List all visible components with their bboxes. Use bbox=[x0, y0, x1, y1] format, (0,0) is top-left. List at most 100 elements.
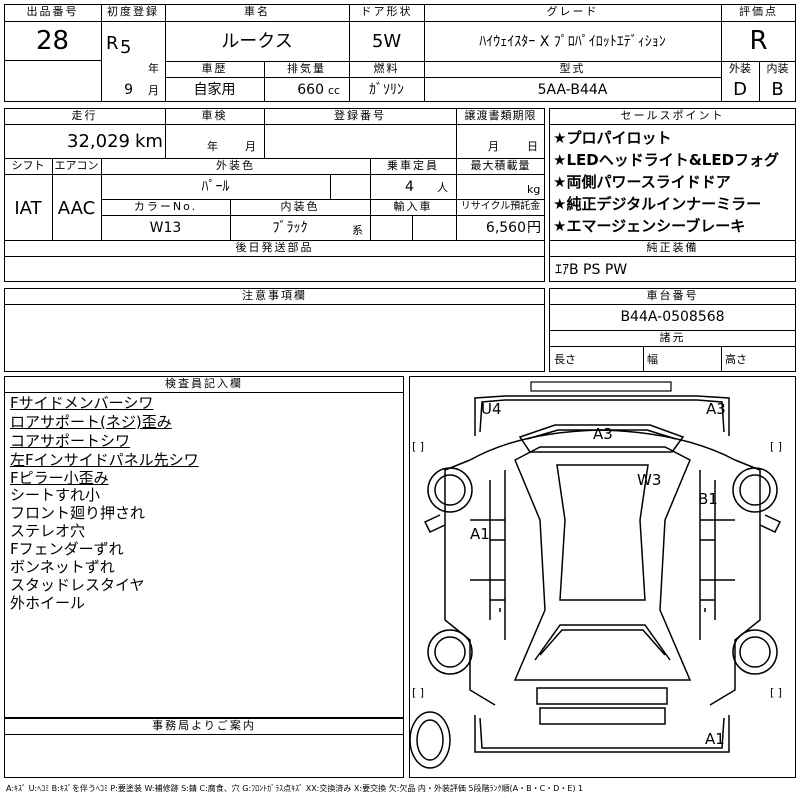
door-label: ドア形状 bbox=[360, 5, 413, 18]
notes-block bbox=[4, 288, 545, 372]
displacement-unit: cc bbox=[328, 84, 341, 97]
legend: A:ｷｽﾞ U:ﾍｺﾐ B:ｷｽﾞを伴うﾍｺﾐ P:要塗装 W:補修跡 S:錆 … bbox=[6, 784, 584, 793]
first-reg-label: 初度登録 bbox=[107, 5, 159, 18]
ac: AAC bbox=[57, 198, 96, 219]
lot-number: 28 bbox=[35, 26, 70, 56]
damage-mark-a3-top: A3 bbox=[706, 400, 726, 418]
rating: R bbox=[749, 26, 768, 56]
int-color-suffix: 系 bbox=[352, 224, 363, 237]
mileage-unit: km bbox=[135, 131, 163, 152]
shift: IAT bbox=[14, 198, 42, 219]
inspector-note: コアサポートシワ bbox=[10, 432, 131, 450]
first-reg-month: 9 bbox=[124, 82, 133, 98]
exterior-grade: D bbox=[733, 79, 747, 100]
int-color: ﾌﾞﾗｯｸ bbox=[272, 220, 308, 236]
inspector-note: Fフェンダーずれ bbox=[10, 540, 124, 558]
recycle-unit: 円 bbox=[527, 220, 541, 236]
damage-mark-u4: U4 bbox=[481, 400, 502, 418]
mileage: 32,029 bbox=[67, 131, 130, 152]
inspector-note: Fサイドメンバーシワ bbox=[10, 394, 154, 412]
inspector-note: フロント廻り押され bbox=[10, 504, 146, 522]
sales-point-item: ★両側パワースライドドア bbox=[553, 173, 731, 191]
notes-label: 注意事項欄 bbox=[242, 289, 307, 302]
history: 自家用 bbox=[193, 82, 236, 98]
damage-mark-w3: W3 bbox=[637, 471, 662, 489]
reg-number-label: 登録番号 bbox=[334, 109, 386, 122]
recycle-fee: 6,560 bbox=[485, 220, 526, 236]
color-no: W13 bbox=[149, 220, 182, 236]
grade: ﾊｲｳｪｲｽﾀｰ X ﾌﾟﾛﾊﾟｲﾛｯﾄｴﾃﾞｨｼｮﾝ bbox=[479, 34, 666, 50]
exterior-grade-label: 外装 bbox=[729, 62, 751, 75]
car-name: ルークス bbox=[221, 31, 293, 52]
inspection-month-unit: 月 bbox=[245, 140, 256, 153]
door-type: 5W bbox=[371, 31, 402, 52]
history-label: 車歴 bbox=[201, 62, 228, 75]
displacement-label: 排気量 bbox=[287, 62, 326, 75]
transfer-month-unit: 月 bbox=[488, 140, 499, 153]
fuel: ｶﾞｿﾘﾝ bbox=[369, 82, 404, 98]
office-block bbox=[4, 718, 404, 778]
bracket-mark: [ ] bbox=[770, 686, 783, 699]
model-label: 型式 bbox=[559, 62, 586, 75]
capacity: 4 bbox=[405, 179, 414, 195]
damage-mark-a3-windshield: A3 bbox=[593, 425, 613, 443]
displacement: 660 bbox=[297, 82, 324, 98]
damage-diagram bbox=[409, 376, 796, 778]
sales-point-item: ★エマージェンシーブレーキ bbox=[553, 217, 746, 235]
inspector-label: 検査員記入欄 bbox=[165, 377, 243, 390]
inspection-year-unit: 年 bbox=[207, 140, 218, 153]
chassis-number: B44A-0508568 bbox=[620, 309, 725, 325]
import-label: 輸入車 bbox=[393, 200, 433, 213]
sales-point-item: ★純正デジタルインナーミラー bbox=[553, 195, 762, 213]
bracket-mark: [ ] bbox=[412, 440, 425, 453]
standard-equipment-label: 純正装備 bbox=[646, 241, 699, 254]
header-block bbox=[4, 4, 796, 102]
fuel-label: 燃料 bbox=[373, 62, 400, 75]
transfer-day-unit: 日 bbox=[527, 140, 538, 153]
grade-label: グレード bbox=[546, 5, 599, 18]
first-reg-era: R bbox=[106, 34, 119, 54]
inspector-note: Fピラー小歪み bbox=[10, 469, 109, 487]
capacity-label: 乗車定員 bbox=[387, 159, 439, 172]
inspector-note: ステレオ穴 bbox=[10, 522, 86, 540]
sales-point-item: ★LEDヘッドライト&LEDフォグ bbox=[553, 151, 780, 169]
office-label: 事務局よりご案内 bbox=[152, 719, 256, 732]
dim-width-label: 幅 bbox=[647, 353, 658, 366]
recycle-label: リサイクル預託金 bbox=[460, 201, 541, 212]
later-parts-label: 後日発送部品 bbox=[235, 241, 314, 254]
first-reg-year: 5 bbox=[120, 38, 132, 58]
sales-points-label: セールスポイント bbox=[620, 109, 725, 122]
color-no-label: カラーNo. bbox=[133, 200, 198, 213]
dimensions-label: 諸元 bbox=[659, 331, 686, 344]
dim-length-label: 長さ bbox=[554, 353, 576, 366]
bracket-mark: [ ] bbox=[770, 440, 783, 453]
car-name-label: 車名 bbox=[244, 5, 270, 18]
damage-mark-a1-left: A1 bbox=[470, 525, 490, 543]
int-color-label: 内装色 bbox=[280, 200, 320, 213]
rating-label: 評価点 bbox=[739, 5, 778, 18]
chassis-label: 車台番号 bbox=[646, 289, 699, 302]
capacity-unit: 人 bbox=[437, 181, 448, 194]
inspector-note: ロアサポート(ネジ)歪み bbox=[10, 413, 172, 431]
car-diagram-svg bbox=[409, 381, 782, 769]
lot-label: 出品番号 bbox=[26, 5, 79, 18]
interior-grade: B bbox=[771, 79, 784, 100]
inspector-note: ボンネットずれ bbox=[10, 558, 115, 576]
damage-mark-b1: B1 bbox=[698, 490, 718, 508]
ac-label: エアコン bbox=[54, 159, 99, 172]
transfer-deadline-label: 譲渡書類期限 bbox=[464, 109, 537, 122]
inspector-note: シートすれ小 bbox=[10, 486, 101, 504]
sales-point-item: ★プロパイロット bbox=[553, 129, 672, 147]
bracket-mark: [ ] bbox=[412, 686, 425, 699]
sales-points-block bbox=[549, 108, 796, 282]
standard-equipment: ｴｱB PS PW bbox=[555, 262, 628, 278]
damage-mark-a1-bottom: A1 bbox=[705, 730, 725, 748]
inspector-note: 左Fインサイドパネル先シワ bbox=[10, 451, 199, 469]
ext-color-label: 外装色 bbox=[216, 159, 255, 172]
interior-grade-label: 内装 bbox=[766, 62, 789, 75]
inspection-label: 車検 bbox=[201, 109, 228, 122]
ext-color: ﾊﾟｰﾙ bbox=[201, 179, 230, 195]
inspector-block bbox=[4, 376, 404, 718]
dim-height-label: 高さ bbox=[725, 353, 747, 366]
shift-label: シフト bbox=[11, 159, 45, 172]
